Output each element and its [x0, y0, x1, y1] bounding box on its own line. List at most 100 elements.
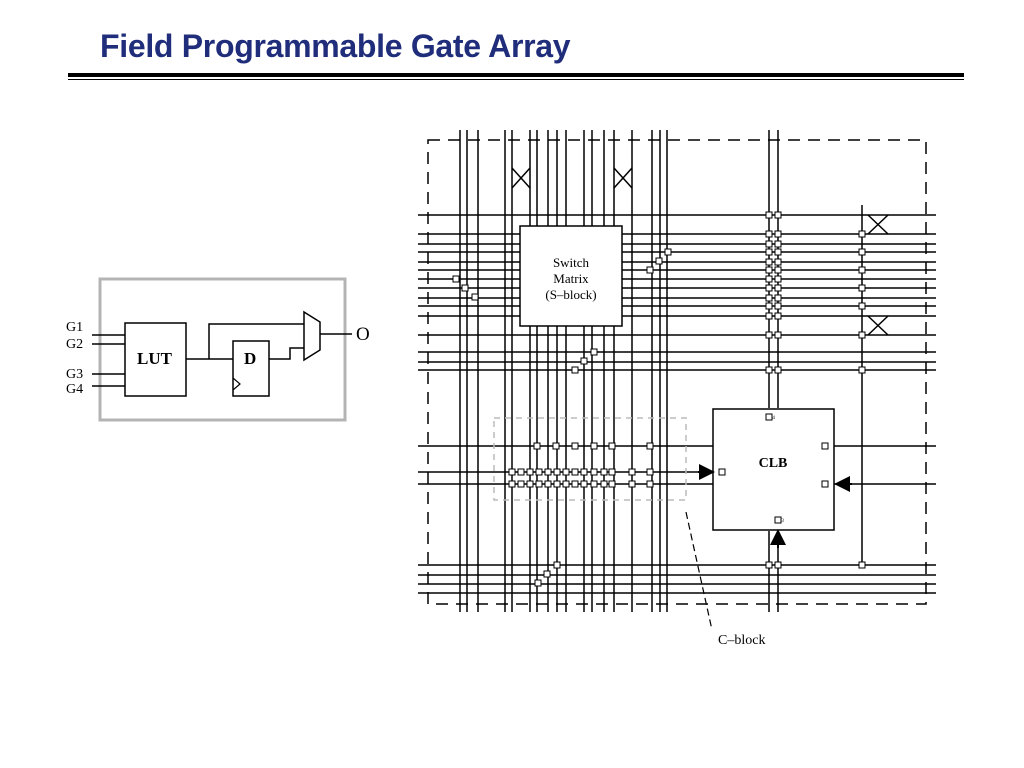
- programmable-switch: [774, 266, 782, 274]
- programmable-switch: [765, 266, 773, 274]
- programmable-switch: [471, 293, 479, 301]
- programmable-switch: [562, 468, 570, 476]
- programmable-switch: [608, 480, 616, 488]
- programmable-switch: [774, 230, 782, 238]
- slide-title: Field Programmable Gate Array: [100, 28, 571, 64]
- programmable-switch: [544, 480, 552, 488]
- programmable-switch: [858, 284, 866, 292]
- switch-matrix-label-3: (S–block): [545, 287, 596, 302]
- programmable-switch: [571, 366, 579, 374]
- clock-triangle-icon: [232, 377, 241, 391]
- programmable-switch: [774, 561, 782, 569]
- programmable-switch: [600, 468, 608, 476]
- output-mux: [303, 310, 321, 362]
- programmable-switch: [508, 468, 516, 476]
- programmable-switch: [608, 468, 616, 476]
- programmable-switch: [552, 442, 560, 450]
- programmable-switch: [765, 275, 773, 283]
- programmable-switch: [774, 211, 782, 219]
- programmable-switch: [655, 257, 663, 265]
- lut-label: LUT: [137, 349, 173, 368]
- title-rule: [68, 73, 964, 77]
- programmable-switch: [765, 366, 773, 374]
- programmable-switch: [664, 248, 672, 256]
- cblock-leader: [685, 511, 713, 631]
- programmable-switch: [580, 480, 588, 488]
- programmable-switch: [858, 248, 866, 256]
- programmable-switch: [452, 275, 460, 283]
- programmable-switch: [535, 480, 543, 488]
- programmable-switch: [628, 480, 636, 488]
- input-g3: G3: [66, 367, 83, 382]
- programmable-switch: [774, 258, 782, 266]
- flipflop-block: [232, 340, 270, 397]
- programmable-switch: [535, 468, 543, 476]
- programmable-switch: [646, 266, 654, 274]
- logic-cell-diagram: G1 G2 G3 G4 LUT D O: [66, 277, 370, 422]
- programmable-switch: [646, 480, 654, 488]
- programmable-switch: [774, 248, 782, 256]
- programmable-switch: [544, 468, 552, 476]
- programmable-switch: [765, 294, 773, 302]
- cblock-outline: [493, 417, 687, 501]
- programmable-switch: [858, 266, 866, 274]
- programmable-switch: [543, 570, 551, 578]
- logic-cell-outline: [98, 277, 347, 422]
- switch-matrix: [519, 225, 623, 327]
- programmable-switch: [600, 480, 608, 488]
- programmable-switch: [765, 258, 773, 266]
- input-g1: G1: [66, 320, 83, 335]
- programmable-switch: [590, 480, 598, 488]
- input-g4: G4: [66, 382, 83, 397]
- programmable-switch: [774, 240, 782, 248]
- programmable-switch: [774, 275, 782, 283]
- programmable-switch: [553, 561, 561, 569]
- programmable-switch: [821, 442, 829, 450]
- fpga-fabric-diagram: Switch Matrix (S–block) CLB C4 C2 C3 C1 …: [418, 130, 936, 648]
- programmable-switch: [553, 468, 561, 476]
- flipflop-label: D: [244, 349, 256, 368]
- programmable-switch: [774, 516, 782, 524]
- programmable-switch: [590, 348, 598, 356]
- programmable-switch: [765, 413, 773, 421]
- clb-label: CLB: [759, 456, 788, 471]
- programmable-switch: [774, 312, 782, 320]
- programmable-switch: [765, 230, 773, 238]
- programmable-switch: [858, 561, 866, 569]
- programmable-switch: [765, 331, 773, 339]
- programmable-switch: [580, 357, 588, 365]
- programmable-switch: [517, 480, 525, 488]
- programmable-switch: [533, 442, 541, 450]
- programmable-switch: [774, 366, 782, 374]
- programmable-switch: [718, 468, 726, 476]
- programmable-switch: [461, 284, 469, 292]
- programmable-switch: [526, 480, 534, 488]
- programmable-switch: [646, 468, 654, 476]
- routing-wires: [418, 130, 936, 612]
- programmable-switch: [765, 312, 773, 320]
- input-g2: G2: [66, 337, 83, 352]
- programmable-switch: [765, 240, 773, 248]
- programmable-switch: [534, 579, 542, 587]
- programmable-switch: [580, 468, 588, 476]
- output-label: O: [356, 324, 370, 345]
- programmable-switch: [774, 302, 782, 310]
- programmable-switch: [571, 480, 579, 488]
- track-crossings: [511, 167, 889, 336]
- programmable-switch: [508, 480, 516, 488]
- programmable-switch: [590, 442, 598, 450]
- cblock-label: C–block: [718, 633, 765, 648]
- programmable-switch: [526, 468, 534, 476]
- programmable-switch: [858, 230, 866, 238]
- programmable-switch: [765, 302, 773, 310]
- programmable-switch: [774, 294, 782, 302]
- programmable-switch: [608, 442, 616, 450]
- programmable-switch: [765, 211, 773, 219]
- programmable-switch: [590, 468, 598, 476]
- tile-border: [427, 139, 927, 605]
- programmable-switch: [553, 480, 561, 488]
- programmable-switch: [858, 366, 866, 374]
- programmable-switch: [765, 561, 773, 569]
- connection-points: [452, 211, 866, 587]
- programmable-switch: [774, 284, 782, 292]
